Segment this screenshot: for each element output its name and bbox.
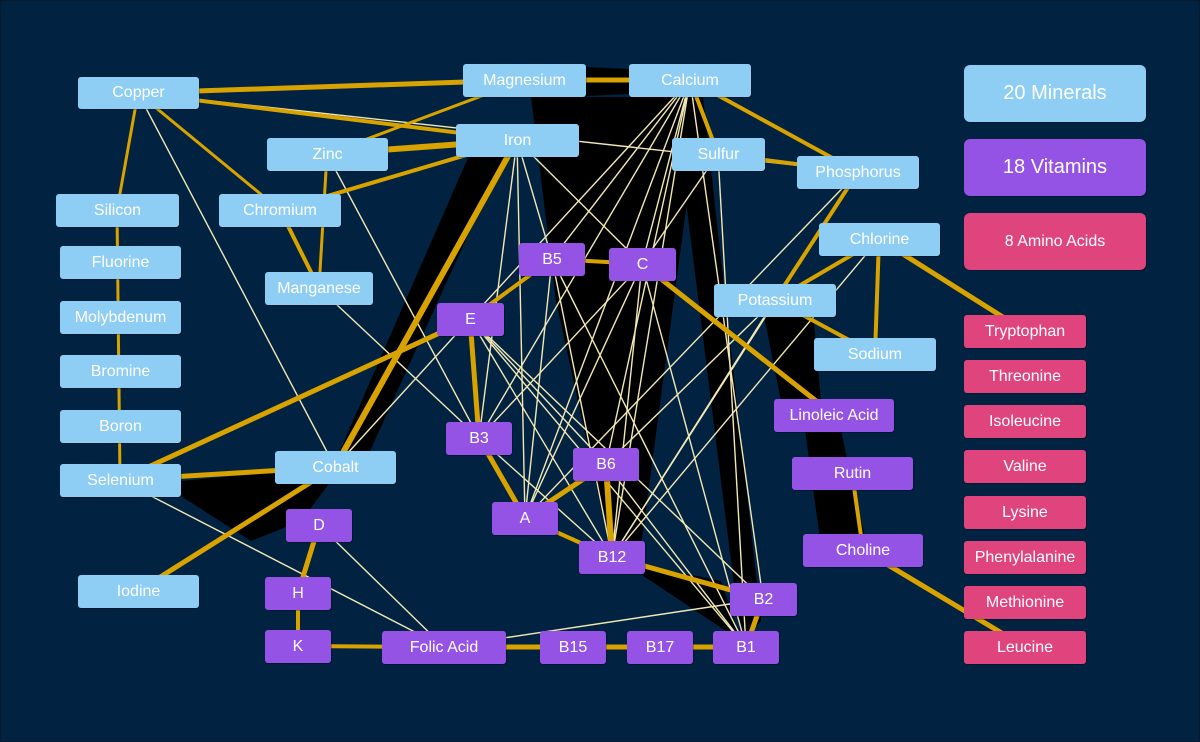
- edge-zinc-b3: [326, 153, 480, 439]
- node-a[interactable]: A: [492, 502, 558, 535]
- node-b6[interactable]: B6: [573, 448, 639, 481]
- edge-d-folic: [318, 524, 445, 648]
- node-silicon[interactable]: Silicon: [56, 194, 179, 227]
- edge-c-b12: [611, 263, 643, 558]
- node-copper[interactable]: Copper: [78, 77, 199, 109]
- edge-c-b3: [478, 263, 643, 439]
- edge-e-b3: [467, 316, 482, 441]
- wedge-calcium-b1: [673, 97, 761, 641]
- node-b3[interactable]: B3: [446, 422, 512, 455]
- node-b2[interactable]: B2: [730, 583, 797, 616]
- node-folic-acid[interactable]: Folic Acid: [382, 631, 506, 664]
- edge-selenium-e: [117, 316, 473, 483]
- node-cobalt[interactable]: Cobalt: [275, 451, 396, 484]
- legend-amino-acids: 8 Amino Acids: [964, 213, 1146, 270]
- wedge-b12-b1: [621, 561, 741, 641]
- wedge-magnesium-iron-b12: [531, 97, 701, 557]
- node-k[interactable]: K: [265, 630, 331, 663]
- edge-c-b1: [641, 263, 747, 648]
- node-iodine[interactable]: Iodine: [78, 575, 199, 608]
- node-sodium[interactable]: Sodium: [814, 338, 936, 371]
- node-iron[interactable]: Iron: [456, 124, 579, 157]
- node-b5[interactable]: B5: [519, 243, 585, 276]
- node-bromine[interactable]: Bromine: [60, 355, 181, 388]
- edge-c-a: [524, 263, 643, 519]
- node-linoleic-acid[interactable]: Linoleic Acid: [774, 399, 894, 432]
- node-choline[interactable]: Choline: [803, 534, 923, 567]
- node-potassium[interactable]: Potassium: [714, 284, 836, 317]
- node-magnesium[interactable]: Magnesium: [463, 64, 586, 97]
- edge-copper-iron: [136, 91, 519, 142]
- node-valine[interactable]: Valine: [964, 450, 1086, 483]
- node-selenium[interactable]: Selenium: [60, 464, 181, 497]
- node-chlorine[interactable]: Chlorine: [819, 223, 940, 256]
- node-zinc[interactable]: Zinc: [267, 138, 388, 171]
- node-d[interactable]: D: [286, 509, 352, 542]
- edge-calcium-a: [524, 79, 691, 519]
- edge-chromium-copper: [136, 91, 282, 212]
- edge-copper-silicon: [115, 91, 140, 212]
- node-fluorine[interactable]: Fluorine: [60, 246, 181, 279]
- node-sulfur[interactable]: Sulfur: [672, 138, 765, 171]
- edge-b3-b12: [478, 437, 613, 558]
- node-methionine[interactable]: Methionine: [964, 586, 1086, 619]
- node-molybdenum[interactable]: Molybdenum: [60, 301, 181, 334]
- edge-b6-b1: [605, 463, 747, 648]
- node-b15[interactable]: B15: [540, 631, 606, 664]
- edge-copper-cobalt: [137, 92, 336, 468]
- node-phenylalanine[interactable]: Phenylalanine: [964, 541, 1086, 574]
- node-phosphorus[interactable]: Phosphorus: [797, 156, 919, 189]
- node-e[interactable]: E: [437, 303, 504, 336]
- legend-minerals: 20 Minerals: [964, 65, 1146, 122]
- edge-calcium-c: [641, 79, 691, 265]
- edge-b5-b1: [551, 258, 747, 648]
- edge-cobalt-e: [334, 318, 471, 468]
- edge-e-b12: [469, 318, 613, 558]
- edge-calcium-e: [469, 79, 691, 320]
- edge-c-linoleic: [639, 261, 837, 418]
- edge-sulfur-c: [641, 153, 719, 265]
- node-b12[interactable]: B12: [579, 541, 645, 574]
- edge-potassium-b12: [611, 299, 776, 558]
- node-rutin[interactable]: Rutin: [792, 457, 913, 490]
- node-leucine[interactable]: Leucine: [964, 631, 1086, 664]
- node-manganese[interactable]: Manganese: [265, 272, 373, 305]
- node-threonine[interactable]: Threonine: [964, 360, 1086, 393]
- edge-iron-c: [516, 139, 643, 265]
- node-calcium[interactable]: Calcium: [629, 64, 751, 97]
- edge-selenium-folic: [119, 479, 445, 648]
- legend-vitamins: 18 Vitamins: [964, 139, 1146, 196]
- node-c[interactable]: C: [609, 248, 676, 281]
- node-b1[interactable]: B1: [713, 631, 779, 664]
- node-boron[interactable]: Boron: [60, 410, 181, 443]
- edge-calcium-b5: [551, 79, 691, 260]
- node-chromium[interactable]: Chromium: [219, 194, 341, 227]
- edge-iron-a: [516, 139, 526, 519]
- edge-potassium-b6: [605, 299, 776, 465]
- edge-phosphorus-potassium: [773, 170, 860, 302]
- edge-b5-b12: [551, 258, 613, 558]
- edge-cobalt-iron: [332, 137, 520, 470]
- edge-chlorine-sodium: [873, 237, 881, 356]
- edge-copper-magnesium: [135, 77, 527, 96]
- node-lysine[interactable]: Lysine: [964, 496, 1086, 529]
- edge-manganese-b3: [318, 287, 480, 439]
- node-tryptophan[interactable]: Tryptophan: [964, 315, 1086, 348]
- edge-iron-b5: [516, 139, 553, 260]
- node-isoleucine[interactable]: Isoleucine: [964, 405, 1086, 438]
- edge-iodine-cobalt: [135, 464, 338, 594]
- edge-sulfur-b1: [717, 153, 747, 648]
- edge-b5-a: [524, 258, 553, 519]
- node-b17[interactable]: B17: [627, 631, 693, 664]
- node-h[interactable]: H: [265, 577, 331, 610]
